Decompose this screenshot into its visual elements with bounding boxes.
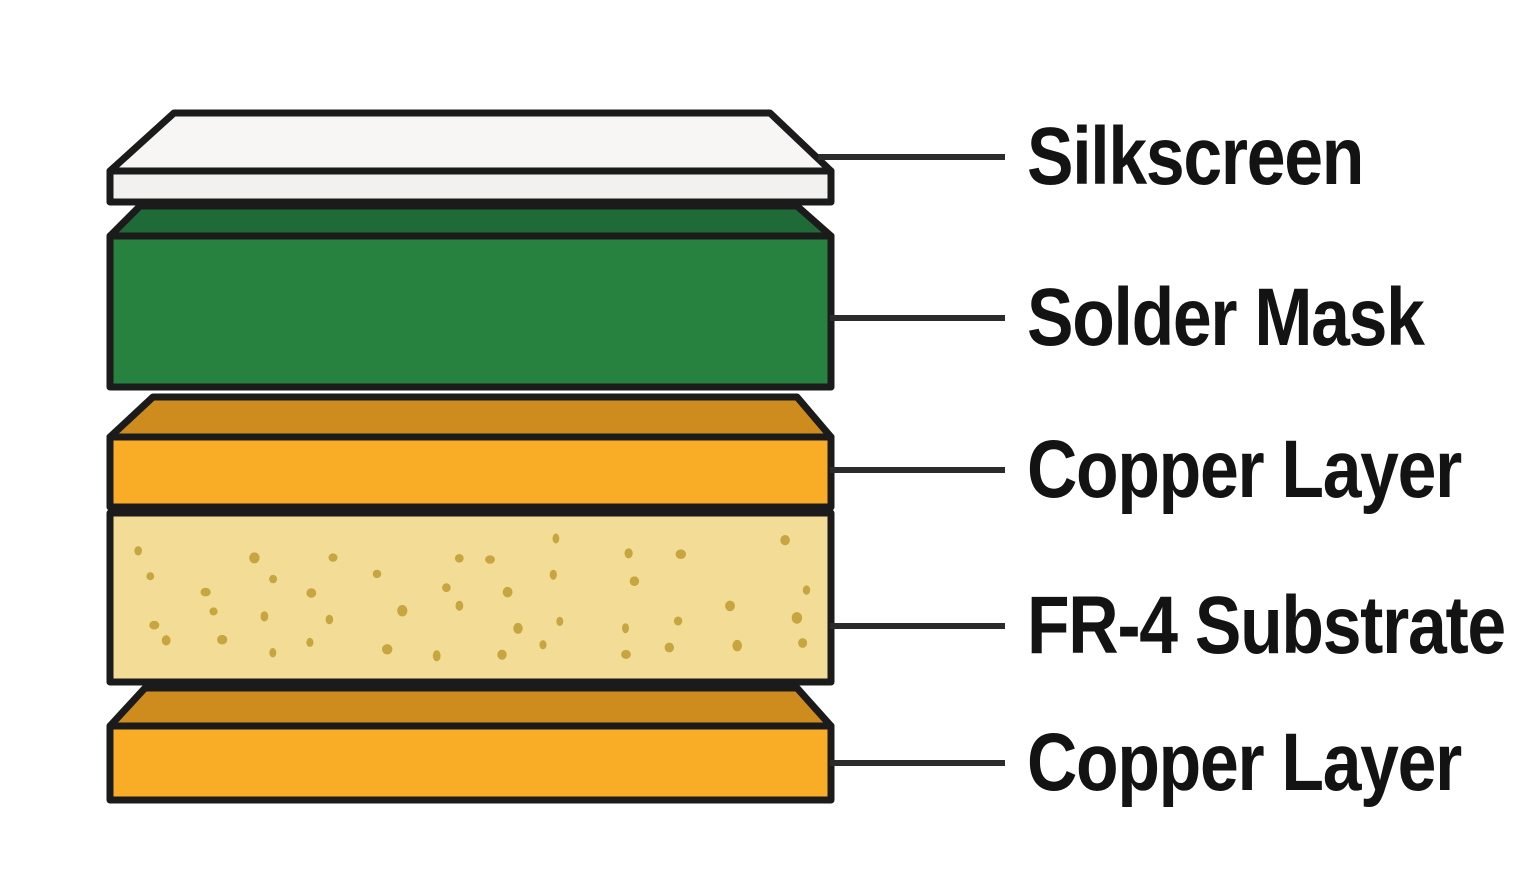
fr4-speckle-dot	[673, 616, 683, 626]
fr4-speckle-dot	[134, 546, 142, 556]
fr4-speckle-dot	[200, 587, 211, 597]
fr4-front-face	[106, 509, 835, 686]
copper-top-top-face	[106, 393, 835, 441]
copper-top-slab	[106, 393, 835, 511]
fr4-speckle-dot	[209, 607, 218, 616]
label-silkscreen: Silkscreen	[1027, 111, 1364, 202]
fr4-speckle-dot	[802, 585, 811, 595]
copper-bottom-slab	[106, 684, 835, 804]
fr4-speckle-dot	[269, 574, 278, 584]
fr4-speckle-dot	[675, 549, 686, 559]
fr4-speckle-dot	[217, 634, 228, 645]
solder-mask-top-face	[106, 202, 835, 240]
fr4-speckle-dot	[624, 548, 633, 559]
fr4-speckle-dot	[397, 605, 408, 617]
fr4-speckle-dot	[161, 635, 171, 646]
fr4-speckle-dot	[513, 622, 523, 634]
label-fr4-substrate: FR-4 Substrate	[1027, 580, 1506, 671]
copper-bottom-front-face	[106, 722, 835, 804]
fr4-speckle-dot	[780, 535, 790, 546]
fr4-substrate-slab	[106, 509, 835, 686]
fr4-speckle-dot	[732, 639, 742, 652]
fr4-speckle-dot	[622, 623, 629, 634]
fr4-speckle-dot	[382, 644, 393, 655]
fr4-speckle-dot	[249, 552, 260, 564]
fr4-speckle-dot	[372, 569, 382, 579]
fr4-speckle-dot	[306, 637, 314, 647]
label-solder-mask: Solder Mask	[1027, 272, 1425, 363]
fr4-speckle-dot	[260, 611, 269, 622]
fr4-speckle-dot	[497, 649, 507, 660]
fr4-speckle-dot	[454, 554, 464, 563]
fr4-speckle-dot	[455, 600, 464, 611]
fr4-speckle-dot	[629, 576, 640, 586]
fr4-speckle-dot	[664, 642, 674, 653]
fr4-speckle-dot	[325, 614, 334, 625]
fr4-speckle-dot	[556, 616, 564, 627]
fr4-speckle-dot	[146, 572, 155, 581]
fr4-speckle-dot	[549, 569, 557, 580]
fr4-speckle-dot	[485, 555, 495, 564]
fr4-speckle-dot	[442, 583, 451, 593]
label-copper-bottom: Copper Layer	[1027, 717, 1462, 808]
copper-bottom-top-face	[106, 684, 835, 730]
label-copper-top: Copper Layer	[1027, 424, 1462, 515]
fr4-speckle-dot	[725, 600, 735, 612]
fr4-speckles	[134, 533, 811, 662]
fr4-speckle-dot	[149, 620, 160, 630]
fr4-speckle-dot	[621, 649, 631, 659]
fr4-speckle-dot	[539, 640, 547, 650]
fr4-speckle-dot	[791, 612, 803, 624]
fr4-speckle-dot	[798, 638, 808, 648]
copper-top-front-face	[106, 433, 835, 511]
silkscreen-front-face	[106, 167, 835, 206]
fr4-speckle-dot	[269, 648, 277, 658]
solder-mask-slab	[106, 202, 835, 391]
fr4-speckle-dot	[502, 586, 513, 598]
fr4-speckle-dot	[432, 650, 441, 662]
fr4-speckle-dot	[328, 553, 338, 562]
fr4-speckle-dot	[306, 588, 317, 598]
fr4-speckle-dot	[552, 533, 560, 544]
silkscreen-slab	[106, 109, 835, 206]
solder-mask-front-face	[106, 232, 835, 391]
silkscreen-top-face	[106, 109, 835, 175]
